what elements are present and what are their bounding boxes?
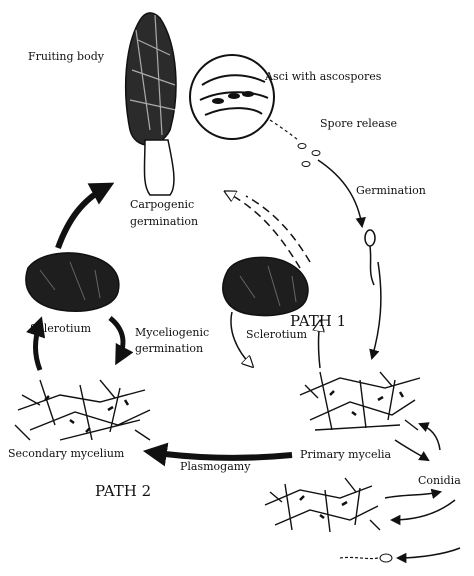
arrow-path1-carpogenic-dashed-a	[226, 192, 301, 269]
arrow-primary-to-sclerotium	[319, 322, 321, 369]
label-path2: PATH 2	[95, 482, 151, 500]
arrow-path1-carpogenic-dashed-b	[245, 195, 311, 263]
label-germination: Germination	[356, 184, 426, 197]
label-asci-with-ascospores: Asci with ascospores	[264, 70, 382, 83]
label-sclerotium-center: Sclerotium	[246, 328, 308, 341]
sclerotium-left-illustration	[25, 252, 120, 312]
label-carpogenic-germination: germination	[130, 215, 198, 228]
label-myceliogenic: Myceliogenic	[135, 326, 209, 339]
label-sclerotium-left: Sclerotium	[30, 322, 92, 335]
arrow-asci-to-spores	[269, 119, 299, 141]
arrow-primary-to-conidia	[394, 439, 430, 462]
label-path1: PATH 1	[290, 312, 346, 330]
germinating-spore	[364, 229, 376, 286]
label-carpogenic: Carpogenic	[130, 198, 194, 211]
secondary-mycelium-illustration	[14, 379, 151, 441]
primary-mycelia-illustration	[299, 371, 421, 431]
label-secondary-mycelium: Secondary mycelium	[8, 447, 125, 460]
label-primary-mycelia: Primary mycelia	[300, 448, 391, 461]
arrow-plasmogamy	[142, 442, 293, 467]
arrow-mycelium-to-conidia	[384, 488, 443, 499]
arrow-conidia-to-mycelium	[389, 499, 456, 526]
asci-illustration	[189, 54, 275, 140]
germinating-conidium	[339, 553, 393, 563]
arrow-conidia-to-primary	[418, 422, 441, 451]
conidia-mycelium-illustration	[264, 477, 381, 533]
arrow-secondary-to-sclerotium	[26, 316, 46, 371]
arrow-myceliogenic-germination	[108, 316, 134, 366]
arrow-carpogenic-germination	[55, 182, 115, 250]
sclerotium-center-illustration	[222, 256, 309, 317]
label-fruiting-body: Fruiting body	[28, 50, 105, 63]
label-conidia: Conidia	[418, 474, 461, 487]
label-myceliogenic-germination: germination	[135, 342, 203, 355]
arrow-conidium-to-mycelium	[395, 547, 461, 564]
label-plasmogamy: Plasmogamy	[180, 460, 251, 473]
arrow-sclerotium-center-down	[230, 311, 252, 366]
arrow-germination-to-primary	[369, 261, 382, 361]
arrow-spore-to-germination	[317, 159, 366, 229]
released-spores	[297, 143, 321, 167]
fruiting-body-illustration	[124, 12, 177, 196]
label-spore-release: Spore release	[320, 117, 397, 130]
